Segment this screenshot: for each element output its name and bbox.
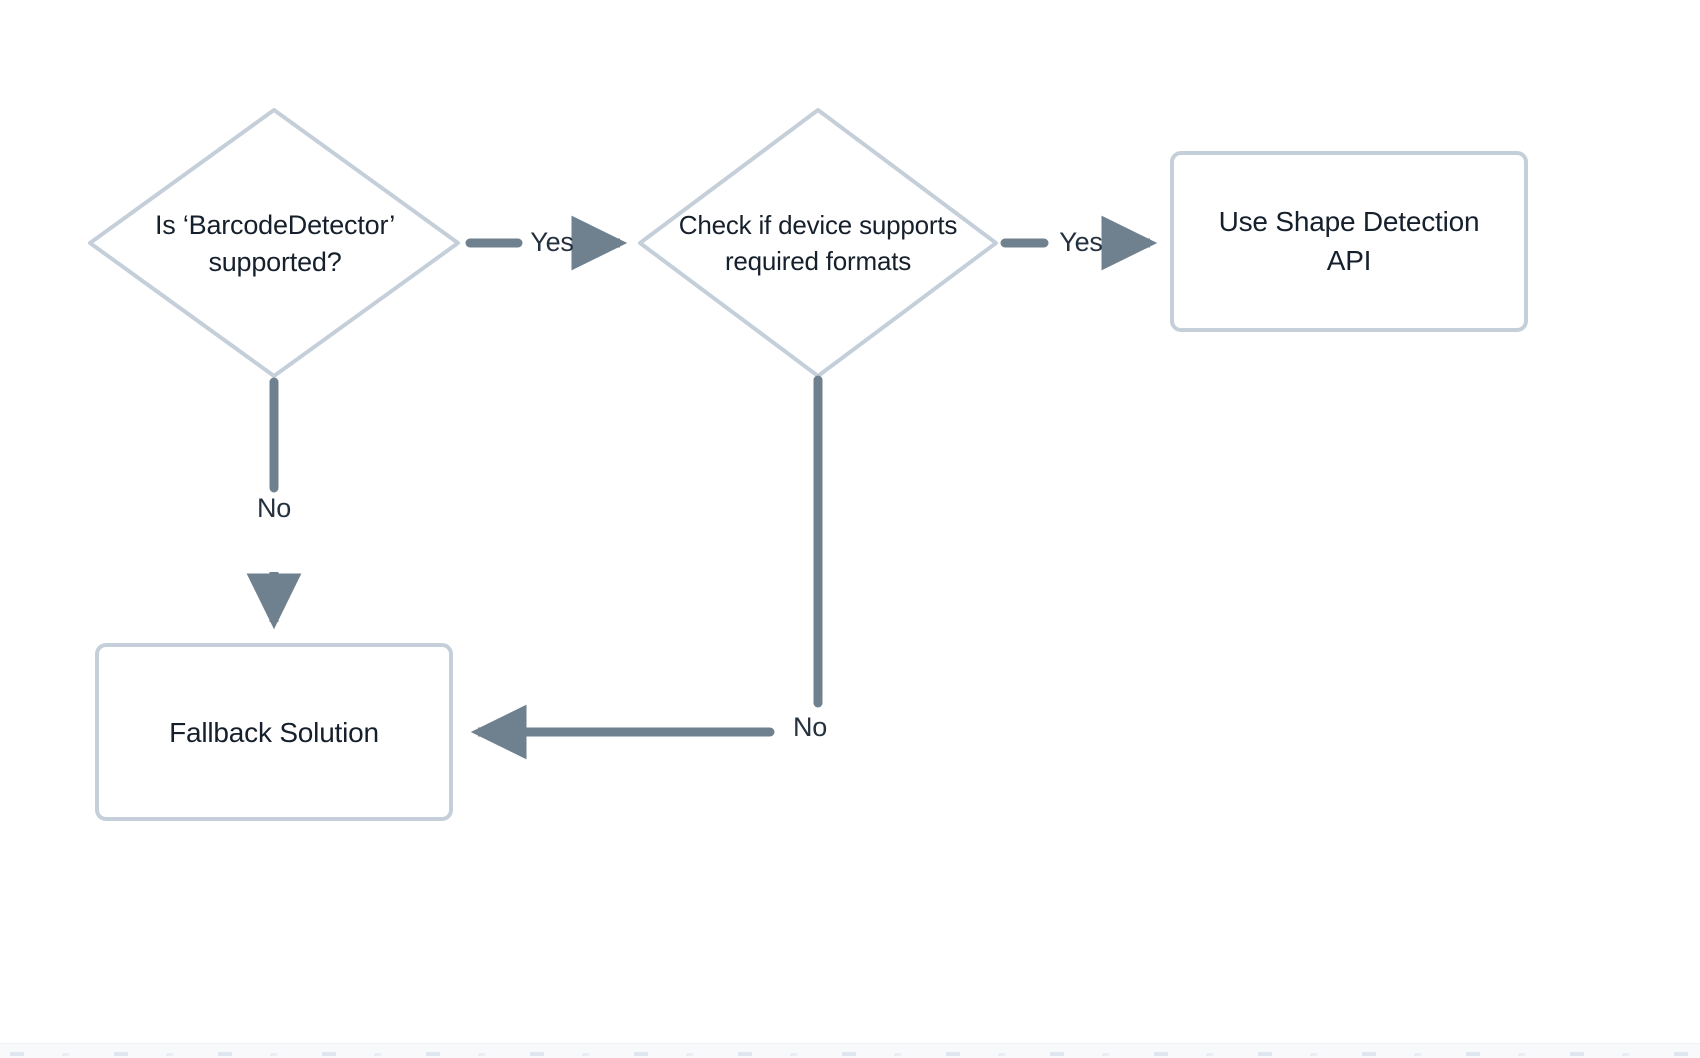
bottom-ruler-strip: [0, 1043, 1700, 1058]
ruler-tick: [1154, 1052, 1168, 1056]
ruler-tick: [842, 1052, 856, 1056]
ruler-tick: [1414, 1053, 1421, 1056]
ruler-tick: [738, 1052, 752, 1056]
ruler-tick: [1362, 1052, 1376, 1056]
ruler-tick: [62, 1053, 69, 1056]
ruler-tick: [426, 1052, 440, 1056]
edge-label-yes-1: Yes: [530, 227, 574, 257]
ruler-tick: [10, 1052, 24, 1056]
node-shape-decision-barcodedetector[interactable]: [88, 108, 460, 378]
ruler-tick: [998, 1053, 1005, 1056]
ruler-tick: [1258, 1052, 1272, 1056]
ruler-tick: [1570, 1052, 1584, 1056]
ruler-tick: [1206, 1053, 1213, 1056]
node-shape-process-fallback[interactable]: [95, 643, 453, 821]
ruler-tick: [1518, 1053, 1525, 1056]
node-shape-decision-formats[interactable]: [638, 108, 998, 378]
ruler-tick: [270, 1053, 277, 1056]
edge-label-no-1: No: [256, 493, 292, 523]
ruler-tick: [1622, 1053, 1629, 1056]
ruler-tick: [478, 1053, 485, 1056]
ruler-tick: [166, 1053, 173, 1056]
ruler-tick: [686, 1053, 693, 1056]
ruler-tick: [1674, 1052, 1688, 1056]
ruler-tick: [218, 1052, 232, 1056]
ruler-tick: [894, 1053, 901, 1056]
ruler-tick: [582, 1053, 589, 1056]
edge-label-no-2: No: [792, 712, 828, 742]
ruler-tick: [530, 1052, 544, 1056]
edge-no-2: [470, 375, 823, 760]
ruler-tick: [790, 1053, 797, 1056]
ruler-tick: [1466, 1052, 1480, 1056]
ruler-tick: [322, 1052, 336, 1056]
ruler-tick: [946, 1052, 960, 1056]
node-shape-process-shape-detection[interactable]: [1170, 151, 1528, 332]
ruler-tick: [1310, 1053, 1317, 1056]
ruler-tick: [1102, 1053, 1109, 1056]
edge-label-yes-2: Yes: [1059, 227, 1103, 257]
ruler-tick: [1050, 1052, 1064, 1056]
ruler-tick: [114, 1052, 128, 1056]
ruler-tick: [374, 1053, 381, 1056]
ruler-tick: [634, 1052, 648, 1056]
